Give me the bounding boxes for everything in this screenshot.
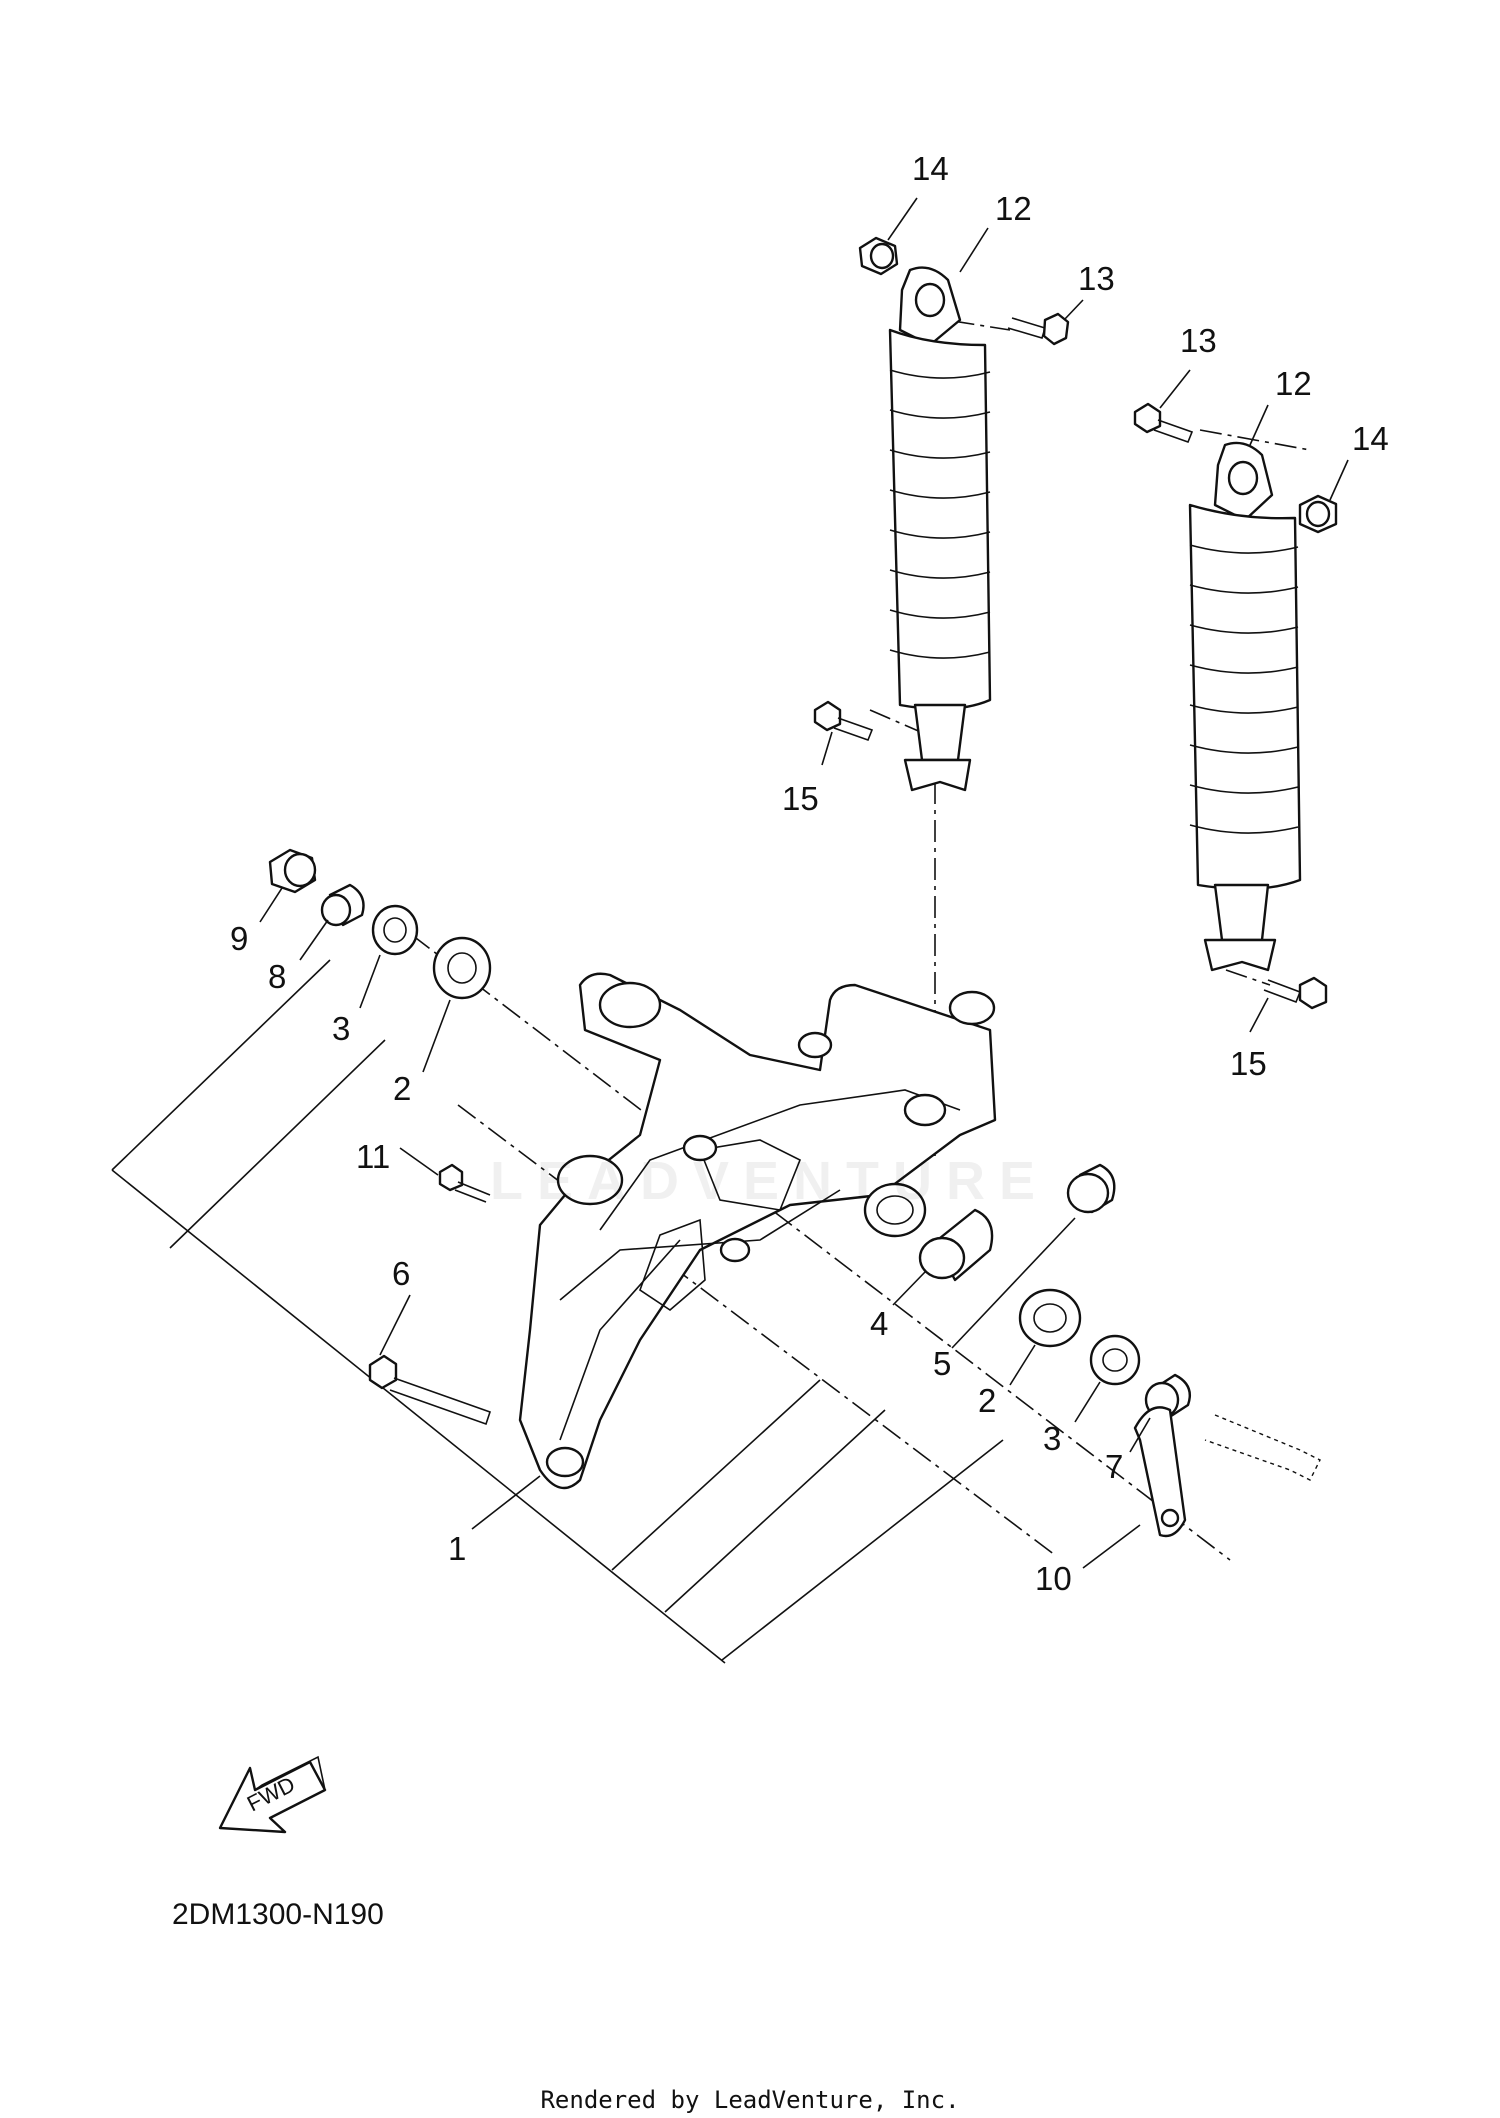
shock-fasteners — [813, 236, 1338, 1010]
callout-2: 2 — [393, 1070, 411, 1107]
callout-2: 2 — [978, 1382, 996, 1419]
callout-4: 4 — [870, 1305, 888, 1342]
nut-14-left — [858, 236, 899, 276]
callout-11: 11 — [356, 1138, 390, 1175]
bolt-11 — [438, 1163, 491, 1203]
swing-arm — [518, 972, 997, 1490]
callout-14: 14 — [1352, 420, 1389, 457]
bolt-13-left — [1007, 312, 1070, 346]
callout-12: 12 — [995, 190, 1032, 227]
nut-14-right — [1298, 494, 1338, 534]
seal-3-left — [371, 904, 419, 956]
callout-leaders — [259, 197, 1349, 1569]
seal-3-right — [1089, 1334, 1141, 1386]
callout-12: 12 — [1275, 365, 1312, 402]
callout-3: 3 — [1043, 1420, 1061, 1457]
diagram-code: 2DM1300-N190 — [172, 1898, 384, 1931]
callout-3: 3 — [332, 1010, 350, 1047]
callout-15: 15 — [1230, 1045, 1267, 1082]
watermark: LEADVENTURE — [490, 1151, 1050, 1211]
shock-absorber-right — [1188, 441, 1302, 972]
spring-coils-right — [1189, 544, 1299, 834]
collar-5 — [1066, 1163, 1116, 1214]
spring-coils-left — [889, 369, 991, 659]
bolt-6 — [368, 1354, 492, 1426]
callout-5: 5 — [933, 1345, 951, 1382]
callout-6: 6 — [392, 1255, 410, 1292]
callout-15: 15 — [782, 780, 819, 817]
callout-13: 13 — [1078, 260, 1115, 297]
bearing-2-left — [432, 936, 492, 1000]
bolt-15-right — [1263, 976, 1328, 1010]
shock-absorber-left — [888, 266, 992, 792]
collars-right — [918, 1163, 1321, 1538]
callout-14: 14 — [912, 150, 949, 187]
collar-8 — [320, 883, 365, 927]
render-credit: Rendered by LeadVenture, Inc. — [540, 2086, 960, 2114]
callout-13: 13 — [1180, 322, 1217, 359]
callout-1: 1 — [448, 1530, 466, 1567]
callout-7: 7 — [1105, 1448, 1123, 1485]
bearing-2-right — [1018, 1288, 1082, 1348]
collar-4 — [918, 1208, 994, 1282]
callout-10: 10 — [1035, 1560, 1072, 1597]
frame-lines — [111, 959, 1004, 1664]
collars-left — [268, 848, 492, 1426]
bolt-15-left — [813, 700, 874, 742]
callout-8: 8 — [268, 958, 286, 995]
nut-9 — [268, 848, 317, 894]
callout-9: 9 — [230, 920, 248, 957]
axle-dotted — [1204, 1414, 1321, 1481]
bolt-13-right — [1133, 402, 1194, 444]
bracket-10 — [1133, 1406, 1187, 1538]
fwd-arrow-icon: FWD — [218, 1755, 327, 1834]
callout-labels: 14 12 13 13 12 14 15 15 9 8 3 2 11 6 4 5… — [230, 150, 1389, 1597]
